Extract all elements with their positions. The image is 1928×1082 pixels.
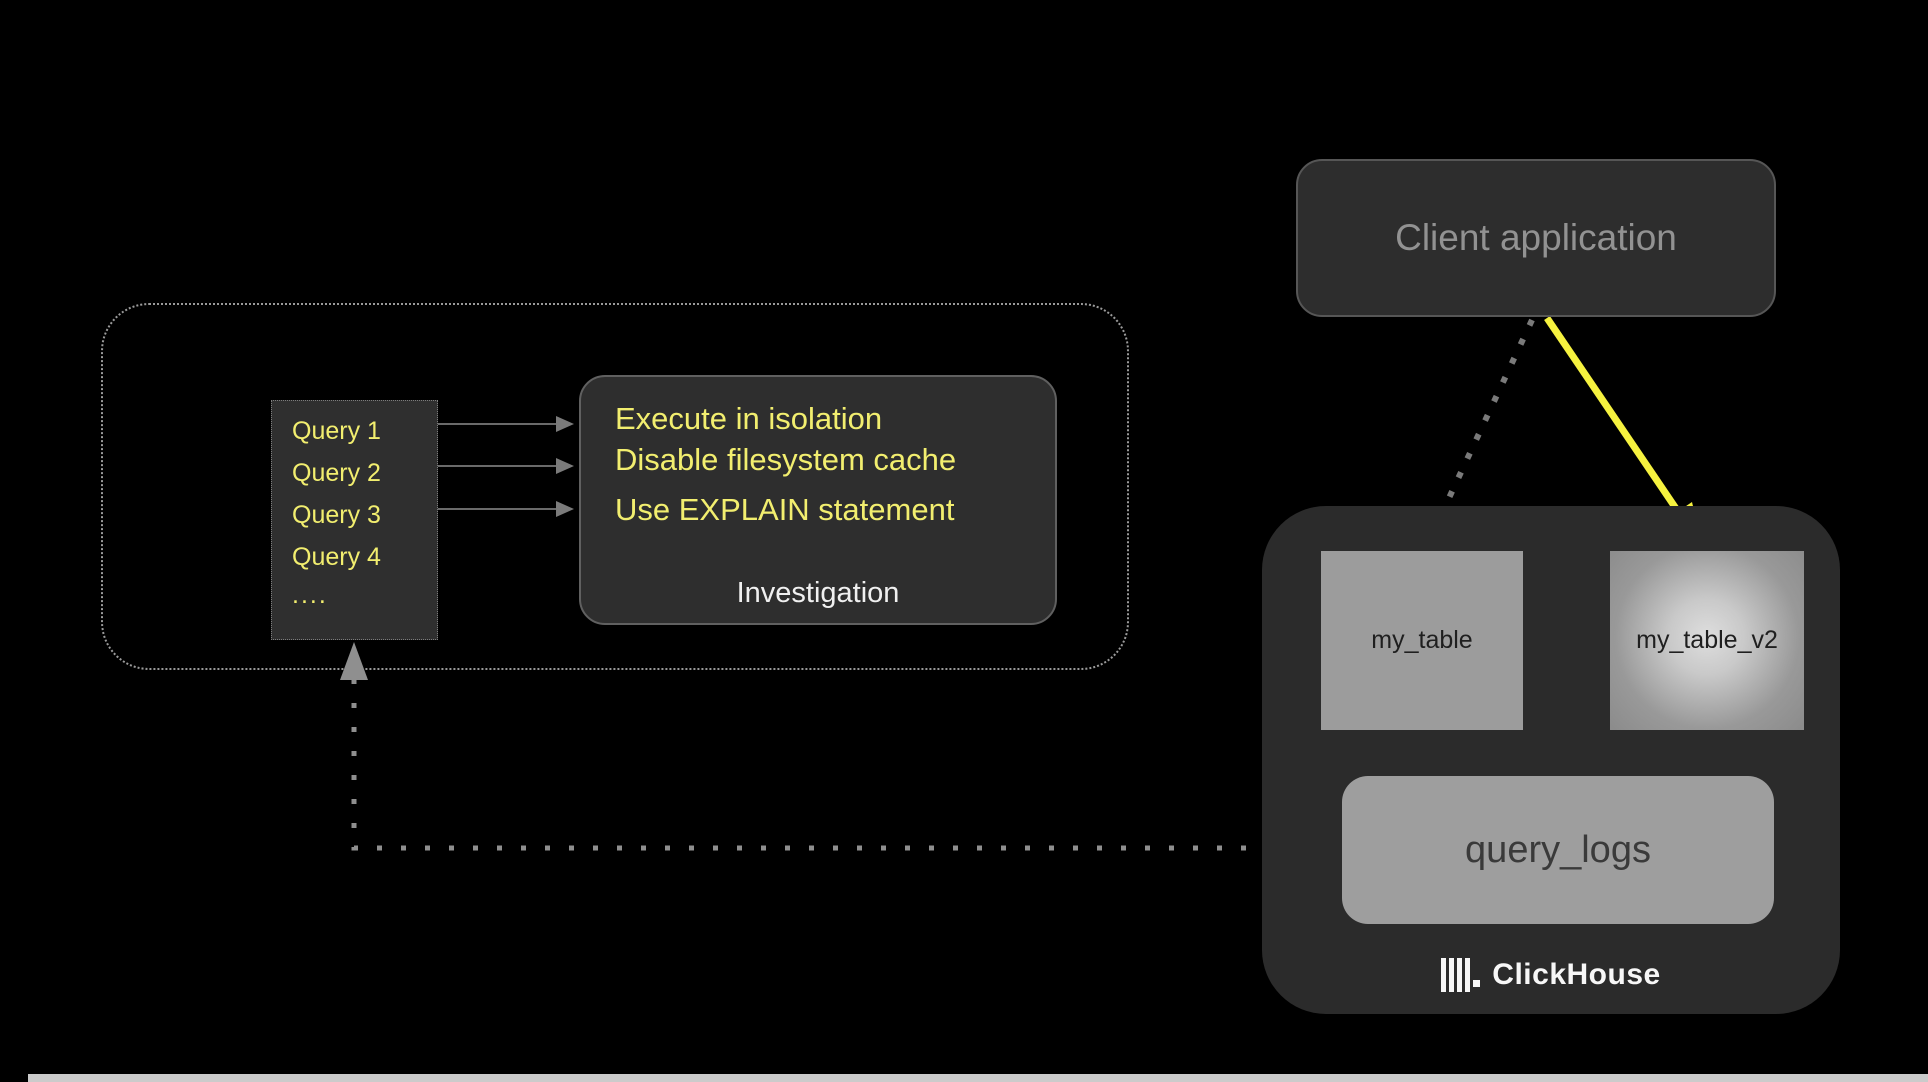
query-item: Query 4 bbox=[292, 543, 381, 571]
bottom-edge-bar bbox=[28, 1074, 1928, 1082]
investigation-caption: Investigation bbox=[736, 577, 900, 609]
query-logs-feedback-dotted-arrow bbox=[340, 642, 1342, 851]
query-list-box: Query 1 Query 2 Query 3 Query 4 .... bbox=[271, 400, 438, 640]
clickhouse-container: my_table my_table_v2 query_logs ClickHou… bbox=[1262, 506, 1840, 1014]
my-table-v2-box: my_table_v2 bbox=[1610, 551, 1804, 730]
query-logs-box: query_logs bbox=[1342, 776, 1774, 924]
investigation-line: Execute in isolation bbox=[615, 401, 883, 436]
my-table-box: my_table bbox=[1321, 551, 1523, 730]
clickhouse-brand: ClickHouse bbox=[1262, 958, 1840, 992]
investigation-line: Disable filesystem cache bbox=[615, 442, 957, 477]
client-application-box: Client application bbox=[1296, 159, 1776, 317]
query-item: Query 2 bbox=[292, 459, 381, 487]
investigation-group-outline bbox=[101, 303, 1129, 670]
clickhouse-logo-icon bbox=[1441, 958, 1481, 992]
query-item: Query 3 bbox=[292, 501, 381, 529]
investigation-line: Use EXPLAIN statement bbox=[615, 492, 955, 527]
query-item-ellipsis: .... bbox=[292, 581, 328, 609]
investigation-box: Execute in isolation Disable filesystem … bbox=[579, 375, 1057, 625]
clickhouse-brand-text: ClickHouse bbox=[1492, 958, 1661, 991]
query-item: Query 1 bbox=[292, 417, 381, 445]
